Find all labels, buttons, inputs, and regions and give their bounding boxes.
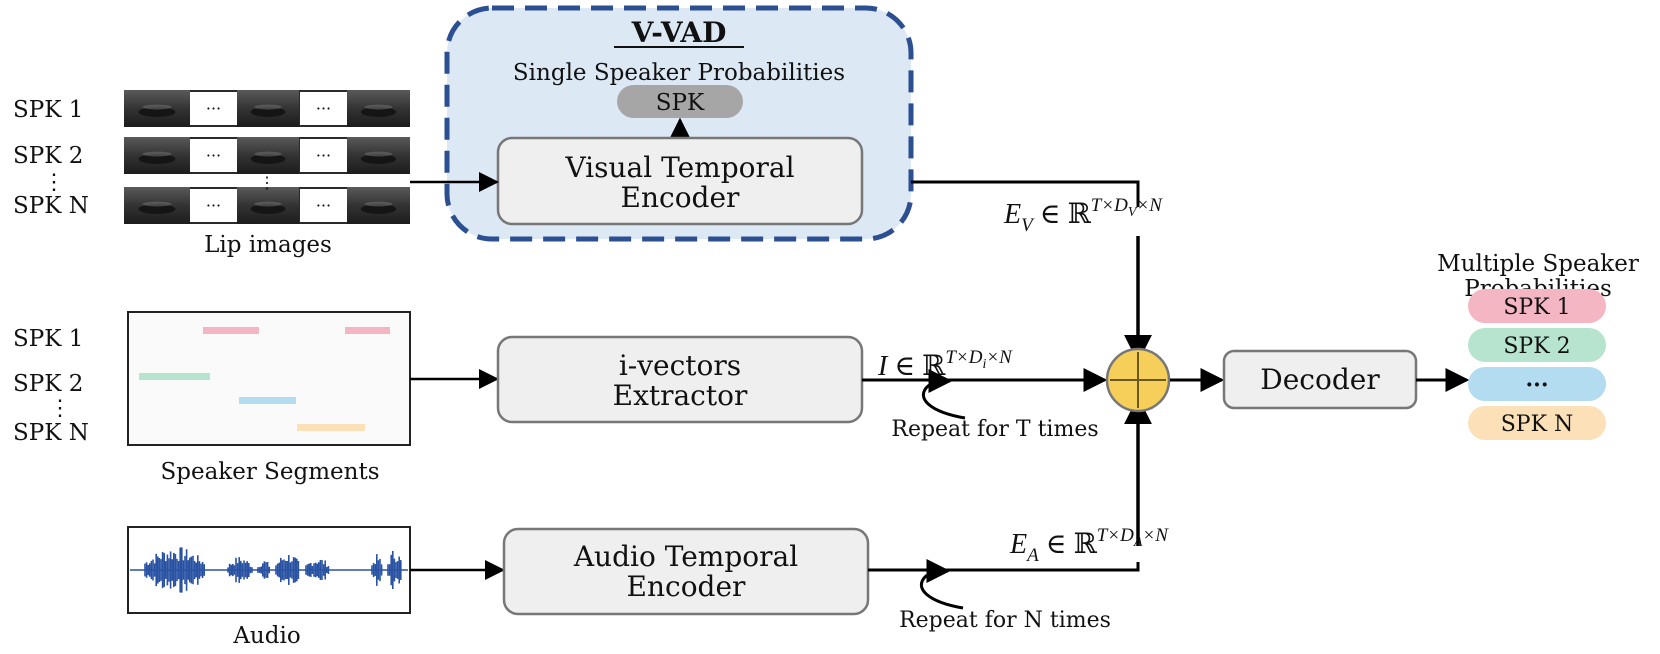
- seg-row-label-1: SPK 1: [13, 326, 83, 352]
- vvad-subtitle: Single Speaker Probabilities: [513, 60, 845, 86]
- lip-ellipsis-frame: ···: [300, 139, 347, 172]
- output-title-1: Multiple Speaker: [1437, 251, 1639, 277]
- lip-frame-dots: ···: [316, 196, 331, 215]
- spk-pill-label: SPK: [656, 90, 705, 116]
- visual-encoder-label-1: Visual Temporal: [564, 151, 794, 184]
- segments-caption: Speaker Segments: [160, 459, 379, 485]
- segment-bar: [203, 327, 259, 334]
- lip-strip: ··· ···: [124, 187, 410, 224]
- lip-frame-dots: ···: [206, 99, 221, 118]
- lip-ellipsis-frame: ···: [300, 92, 347, 125]
- repeat-t-label: Repeat for T times: [891, 417, 1098, 442]
- lip-frame: [124, 90, 190, 127]
- output-speaker-label: SPK 1: [1503, 295, 1570, 320]
- audio-encoder-label-1: Audio Temporal: [573, 540, 798, 573]
- ea-math-label: EA ∈ ℝT×DA×N: [1009, 525, 1169, 566]
- lip-row-label-n: SPK N: [13, 193, 89, 219]
- visual-path-line: [911, 180, 1140, 207]
- multi-speaker-output: Multiple Speaker Probabilities SPK 1SPK …: [1437, 251, 1639, 440]
- repeat-t-curved-arrow: [921, 369, 966, 420]
- visual-encoder-label-2: Encoder: [621, 181, 741, 214]
- audio-input: Audio: [127, 526, 411, 649]
- segment-bar: [139, 373, 210, 380]
- seg-row-dots: ⋮: [49, 396, 71, 421]
- lip-frame: [347, 137, 410, 174]
- lip-frame: [347, 187, 410, 224]
- seg-row-label-n: SPK N: [13, 420, 89, 446]
- i-math-label: I ∈ ℝT×Di×N: [877, 347, 1013, 382]
- lip-frame: [237, 187, 299, 224]
- lip-row-label-2: SPK 2: [13, 143, 83, 169]
- vvad-module: V-VAD Single Speaker Probabilities SPK V…: [444, 5, 914, 242]
- lip-frame-dots: ···: [206, 196, 221, 215]
- segment-bar: [345, 327, 390, 334]
- segment-bar: [297, 424, 365, 431]
- decoder-label: Decoder: [1260, 363, 1380, 396]
- spk-pill: [617, 85, 743, 118]
- segment-bar: [239, 397, 296, 404]
- output-speaker-pill: SPK 2: [1468, 328, 1606, 362]
- lip-row-dots: ⋮: [43, 170, 65, 195]
- lip-ellipsis-frame: ···: [190, 139, 237, 172]
- lip-frame: [237, 90, 299, 127]
- lip-frame: [124, 137, 190, 174]
- lip-ellipsis-frame: ···: [190, 92, 237, 125]
- lip-caption: Lip images: [204, 232, 332, 258]
- lip-frame: [237, 137, 299, 174]
- lip-images: SPK 1 SPK 2 ⋮ SPK N ··· ··· ··· ··· ··· ··· ⋮…: [13, 90, 410, 258]
- lip-frame-vdots: ⋮: [259, 173, 275, 192]
- speaker-segments: SPK 1 SPK 2 ⋮ SPK N Speaker Segments: [13, 311, 411, 485]
- seg-row-label-2: SPK 2: [13, 371, 83, 397]
- output-speaker-label: SPK N: [1501, 412, 1574, 437]
- ev-math-label: EV ∈ ℝT×DV×N: [1003, 195, 1163, 236]
- lip-row-label-1: SPK 1: [13, 97, 83, 123]
- repeat-n-curved-arrow: [919, 559, 964, 610]
- ivectors-label-1: i-vectors: [619, 349, 741, 382]
- audio-path-line: [868, 562, 1140, 572]
- output-speaker-pill: SPK 1: [1468, 289, 1606, 323]
- audio-waveform: [144, 547, 402, 593]
- lip-strip: ··· ···: [124, 90, 410, 127]
- audio-encoder-label-2: Encoder: [627, 570, 747, 603]
- ivectors-label-2: Extractor: [613, 379, 748, 412]
- segments-panel: [127, 311, 411, 446]
- output-speaker-pill: SPK N: [1468, 406, 1606, 440]
- output-speaker-label: SPK 2: [1503, 334, 1570, 359]
- vvad-title: V-VAD: [631, 16, 727, 49]
- lip-ellipsis-frame: ···: [300, 189, 347, 222]
- audio-caption: Audio: [232, 623, 300, 649]
- output-speaker-label: ···: [1526, 372, 1549, 398]
- lip-frame-dots: ···: [316, 99, 331, 118]
- lip-frame-dots: ···: [316, 146, 331, 165]
- lip-frame: [347, 90, 410, 127]
- repeat-n-label: Repeat for N times: [899, 608, 1111, 633]
- lip-ellipsis-frame: ···: [190, 189, 237, 222]
- sum-adder: [1105, 347, 1171, 413]
- lip-strip: ··· ···: [124, 137, 410, 174]
- lip-frame: [124, 187, 190, 224]
- lip-frame-dots: ···: [206, 146, 221, 165]
- output-speaker-pill: ···: [1468, 367, 1606, 401]
